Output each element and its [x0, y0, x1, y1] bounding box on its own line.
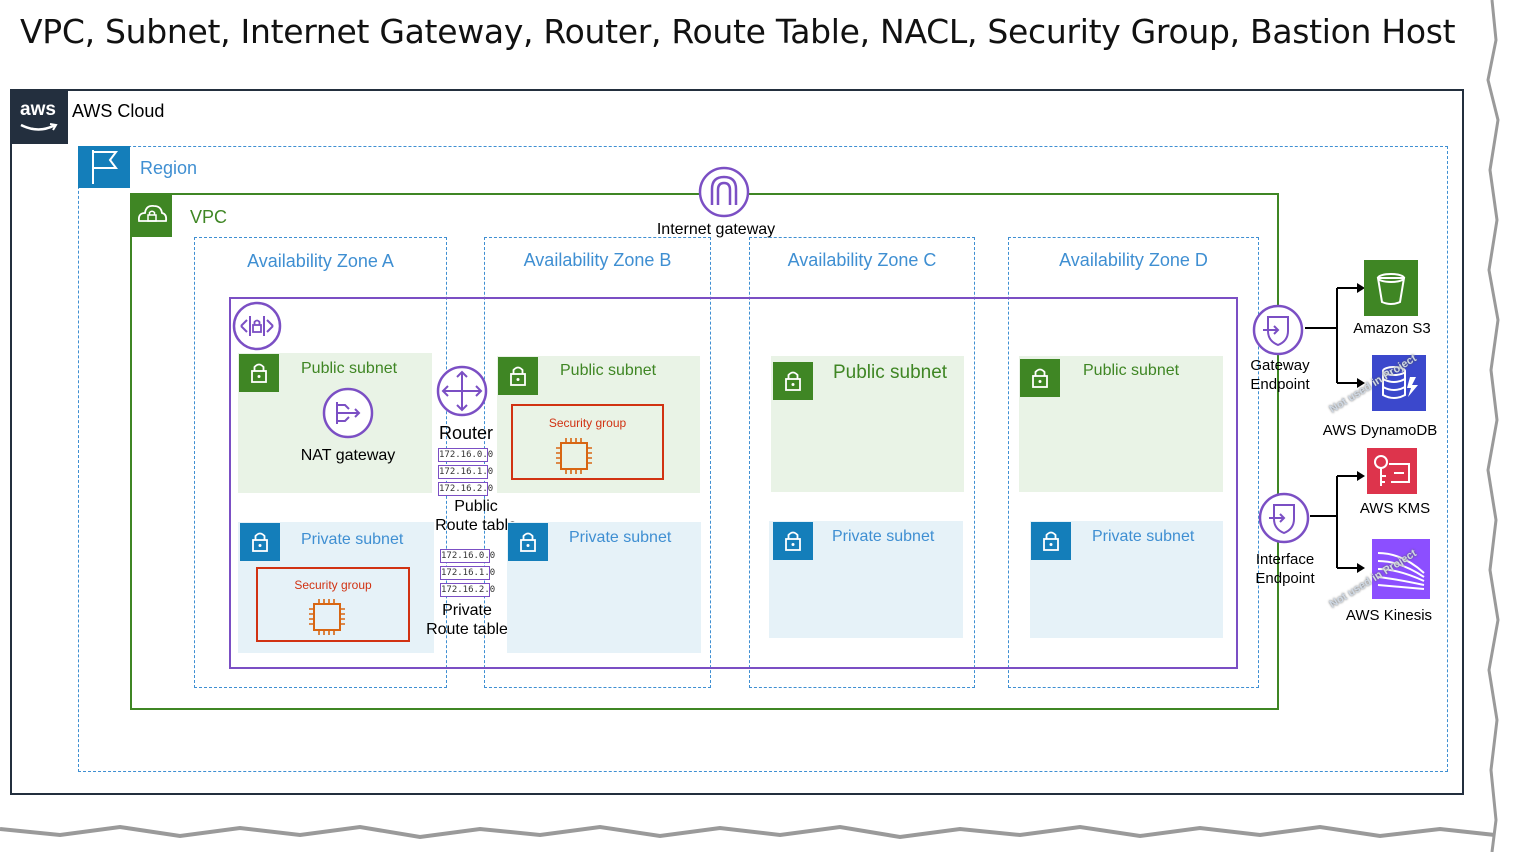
public-route-row-1: 172.16.0.0	[438, 448, 494, 462]
ec2-instance-icon	[556, 438, 592, 474]
s3-label: Amazon S3	[1353, 320, 1431, 337]
lock-icon	[498, 357, 538, 395]
availability-zone-d-label: Availability Zone D	[1059, 250, 1208, 270]
region-flag-icon	[78, 146, 130, 188]
router-label: Router	[438, 423, 494, 443]
availability-zone-b-label: Availability Zone B	[523, 250, 672, 270]
availability-zone-d	[1008, 237, 1259, 688]
availability-zone-c	[749, 237, 975, 688]
public-subnet-c-label: Public subnet	[833, 362, 948, 383]
network-acl-icon	[232, 301, 282, 351]
private-subnet-a-label: Private subnet	[301, 531, 404, 548]
private-route-row-2: 172.16.1.0	[440, 566, 496, 580]
interface-endpoint-icon	[1258, 492, 1310, 544]
lock-icon	[773, 522, 813, 560]
torn-edge-right	[1486, 0, 1515, 852]
availability-zone-a-label: Availability Zone A	[247, 251, 394, 271]
ec2-instance-icon	[309, 599, 345, 635]
gateway-endpoint-icon	[1252, 304, 1304, 356]
region-boundary	[78, 146, 1448, 772]
nat-gateway-label: NAT gateway	[300, 447, 396, 464]
aws-smile-icon	[20, 123, 58, 131]
page-title: VPC, Subnet, Internet Gateway, Router, R…	[20, 12, 1456, 51]
region-label: Region	[140, 158, 198, 178]
public-subnet-a-label: Public subnet	[301, 360, 398, 377]
security-group-a-label: Security group	[294, 578, 372, 592]
private-route-row-3: 172.16.2.0	[440, 583, 496, 597]
lock-icon	[773, 362, 813, 400]
security-group-b	[511, 404, 664, 480]
dynamodb-icon	[1372, 355, 1426, 411]
private-route-table-label-2: Route table	[426, 621, 508, 638]
availability-zone-a	[194, 237, 447, 688]
private-subnet-b-label: Private subnet	[569, 529, 672, 546]
interface-endpoint-label-2: Endpoint	[1255, 570, 1315, 587]
lock-icon	[1031, 522, 1071, 560]
kinesis-label: AWS Kinesis	[1345, 607, 1433, 624]
private-route-table-label-1: Private	[442, 602, 492, 619]
endpoint-connectors	[1305, 283, 1365, 573]
torn-edge-bottom	[0, 824, 1496, 840]
nat-gateway-icon	[322, 387, 374, 439]
network-acl-boundary	[229, 297, 1238, 669]
internet-gateway-label: Internet gateway	[656, 221, 776, 238]
vpc-cloud-lock-icon	[130, 193, 172, 237]
dynamodb-label: AWS DynamoDB	[1322, 422, 1438, 439]
router-icon	[436, 365, 488, 417]
lock-icon	[1020, 359, 1060, 397]
public-subnet-d-label: Public subnet	[1083, 362, 1180, 379]
kms-label: AWS KMS	[1359, 500, 1431, 517]
aws-cloud-label: AWS Cloud	[72, 101, 165, 121]
aws-logo: aws	[10, 89, 68, 144]
gateway-endpoint-label-2: Endpoint	[1250, 376, 1310, 393]
public-route-row-2: 172.16.1.0	[438, 465, 494, 479]
private-subnet-d-label: Private subnet	[1092, 528, 1195, 545]
lock-icon	[239, 354, 279, 392]
lock-icon	[508, 523, 548, 561]
availability-zone-c-label: Availability Zone C	[787, 250, 937, 270]
interface-endpoint-label-1: Interface	[1255, 551, 1315, 568]
kms-icon	[1367, 448, 1417, 494]
security-group-a	[256, 567, 410, 642]
public-subnet-b-label: Public subnet	[560, 362, 657, 379]
security-group-b-label: Security group	[548, 416, 627, 430]
availability-zone-b	[484, 237, 711, 688]
public-route-row-3: 172.16.2.0	[438, 482, 494, 496]
public-route-table-label-2: Route table	[435, 517, 517, 534]
s3-icon	[1364, 260, 1418, 316]
vpc-label: VPC	[190, 207, 228, 227]
kinesis-icon	[1372, 539, 1430, 599]
gateway-endpoint-label-1: Gateway	[1250, 357, 1310, 374]
lock-icon	[240, 523, 280, 561]
public-route-table-label-1: Public	[454, 498, 498, 515]
aws-cloud-boundary	[10, 89, 1464, 795]
private-route-row-1: 172.16.0.0	[440, 549, 496, 563]
internet-gateway-icon	[698, 166, 750, 218]
private-subnet-c-label: Private subnet	[832, 528, 935, 545]
